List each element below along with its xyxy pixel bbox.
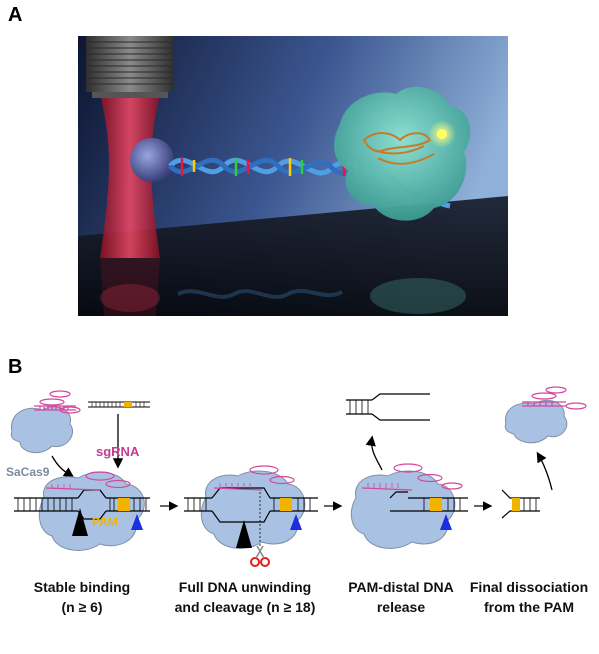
pam-site [118, 498, 130, 511]
step-caption-unwinding-cleavage: Full DNA unwinding and cleavage (n ≥ 18) [174, 579, 316, 615]
panel-label-a: A [8, 4, 23, 26]
cas9-mechanism-schematic: sgRNA SaCas9 PAM [6, 386, 587, 567]
dissociation-arrow [536, 451, 553, 491]
binding-arrow-left [51, 455, 75, 478]
pam-label: PAM [92, 515, 118, 529]
step-caption-distal-release: PAM-distal DNA release [348, 579, 454, 615]
blue-marker-icon [290, 514, 302, 530]
laser-beam [100, 94, 160, 258]
trapped-bead [130, 138, 174, 182]
sgrna-label: sgRNA [96, 444, 140, 459]
step-caption-final-dissociation: Final dissociation from the PAM [469, 579, 589, 615]
sacas9-label: SaCas9 [6, 465, 50, 479]
black-marker-icon [236, 520, 252, 548]
free-target-dna [88, 401, 150, 408]
dissociated-sacas9-complex [504, 386, 587, 444]
optical-tweezers-illustration [78, 36, 508, 316]
blue-marker-icon [131, 514, 143, 530]
free-sacas9-complex [10, 390, 81, 454]
panel-label-b: B [8, 356, 23, 378]
bound-complex-step3 [350, 463, 468, 549]
surface-floor [78, 196, 508, 316]
bound-complex-step1 [14, 471, 150, 551]
objective-lens-icon [86, 36, 174, 98]
step-caption-stable-binding: Stable binding (n ≥ 6) [33, 579, 131, 615]
cas9-protein-model [334, 86, 471, 221]
released-distal-dna [346, 393, 430, 421]
scissors-icon [250, 545, 270, 567]
bound-complex-step2 [184, 465, 318, 567]
release-arrow [365, 435, 383, 471]
black-marker-icon [72, 508, 88, 536]
remaining-pam-dna [501, 489, 540, 519]
floor-reflection [100, 278, 466, 314]
blue-marker-icon [440, 514, 452, 530]
